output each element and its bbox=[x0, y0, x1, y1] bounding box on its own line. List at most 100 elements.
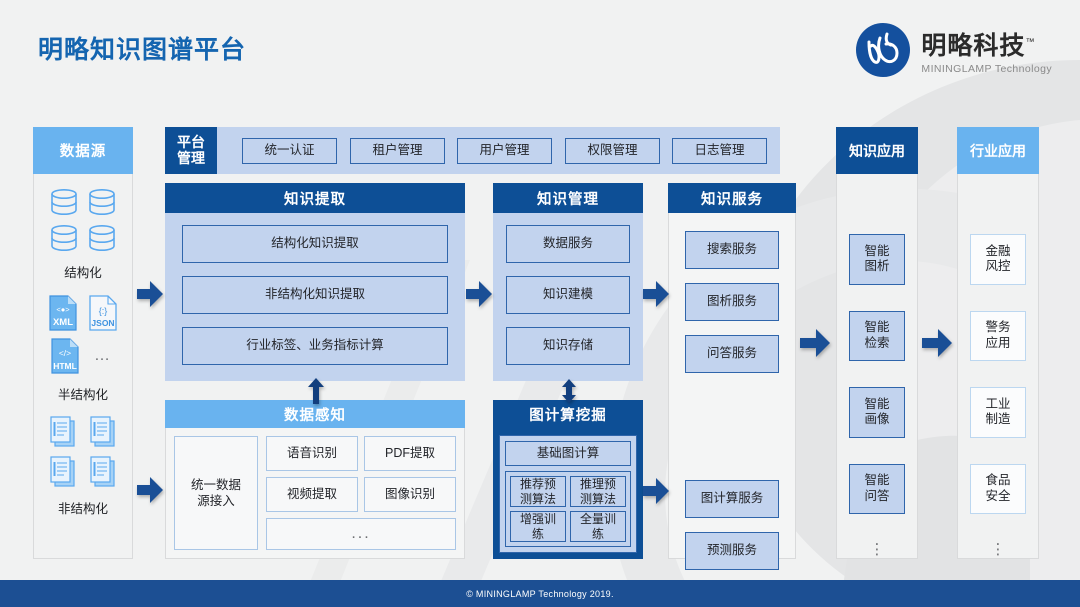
logo-text-en: MININGLAMP Technology bbox=[921, 62, 1052, 75]
graph-computing-panel: 图计算挖掘 基础图计算 推荐预 测算法 推理预 测算法 增强训 练 全量训 bbox=[493, 400, 643, 559]
data-source-label-unstructured: 非结构化 bbox=[57, 502, 108, 516]
ke-item-industry-tag-metric[interactable]: 行业标签、业务指标计算 bbox=[182, 327, 448, 365]
dp-item-label: PDF提取 bbox=[384, 445, 435, 460]
miningglamp-swirl-logo-icon bbox=[855, 22, 911, 78]
json-file-icon: {:} JSON bbox=[89, 295, 117, 331]
dp-main-line1: 统一数据 bbox=[190, 477, 241, 492]
semistructured-icon-row-2: </> HTML … bbox=[34, 338, 132, 374]
document-stack-icon bbox=[50, 456, 75, 487]
logo-text-cn: 明略科技 bbox=[921, 31, 1026, 60]
platform-item-tenant-mgmt[interactable]: 租户管理 bbox=[350, 138, 445, 164]
semistructured-icon-row-1: <●> XML {:} JSON bbox=[34, 295, 132, 331]
km-item-data-service[interactable]: 数据服务 bbox=[506, 225, 630, 263]
dp-item-speech-recognition[interactable]: 语音识别 bbox=[266, 436, 358, 472]
ks-item-search-service[interactable]: 搜索服务 bbox=[685, 231, 779, 269]
gc-item-reinforcement-training[interactable]: 增强训 练 bbox=[510, 511, 566, 542]
ka-item-intelligent-graph-analysis[interactable]: 智能 图析 bbox=[849, 234, 905, 285]
ka-item-intelligent-portrait[interactable]: 智能 画像 bbox=[849, 387, 905, 438]
dp-item-label: 视频提取 bbox=[286, 487, 337, 502]
brand-logo: 明略科技™ MININGLAMP Technology bbox=[855, 22, 1052, 78]
gc-grid-line2: 练 bbox=[531, 526, 544, 541]
svg-text:XML: XML bbox=[53, 317, 73, 328]
ks-item-graph-computing-service[interactable]: 图计算服务 bbox=[685, 480, 779, 518]
arrow-service-to-application-icon bbox=[800, 329, 830, 362]
gc-item-basic-graph-computing[interactable]: 基础图计算 bbox=[505, 441, 631, 467]
gc-item-label: 基础图计算 bbox=[536, 445, 600, 460]
ia-item-police-application[interactable]: 警务 应用 bbox=[970, 310, 1026, 361]
document-stack-icon bbox=[90, 456, 115, 487]
knowledge-extraction-title: 知识提取 bbox=[165, 183, 465, 213]
ks-item-prediction-service[interactable]: 预测服务 bbox=[685, 532, 779, 570]
platform-item-permission-mgmt[interactable]: 权限管理 bbox=[565, 138, 660, 164]
platform-tag-line1: 平台 bbox=[177, 133, 205, 150]
ia-item-industrial-manufacturing[interactable]: 工业 制造 bbox=[970, 387, 1026, 438]
ka-item-line1: 智能 bbox=[864, 320, 890, 335]
ia-item-line2: 安全 bbox=[985, 488, 1011, 503]
ka-more-ellipsis: ⋮ bbox=[869, 541, 885, 558]
ks-item-qa-service[interactable]: 问答服务 bbox=[685, 335, 779, 373]
platform-item-log-mgmt[interactable]: 日志管理 bbox=[672, 138, 767, 164]
arrow-extraction-to-management-icon bbox=[466, 281, 492, 312]
gc-grid-line2: 练 bbox=[591, 526, 604, 541]
knowledge-application-panel: 知识应用 智能 图析 智能 检索 智能 画像 智能 问答 ⋮ bbox=[836, 127, 918, 559]
platform-item-label: 权限管理 bbox=[587, 143, 638, 158]
ia-item-line1: 食品 bbox=[985, 473, 1011, 488]
arrow-application-to-industry-icon bbox=[922, 329, 952, 362]
ks-item-label: 预测服务 bbox=[706, 543, 757, 558]
gc-grid-line1: 增强训 bbox=[519, 512, 556, 527]
ia-item-line2: 应用 bbox=[985, 335, 1011, 350]
svg-text:JSON: JSON bbox=[91, 318, 114, 328]
xml-file-icon: <●> XML bbox=[49, 295, 77, 331]
ke-item-label: 非结构化知识提取 bbox=[264, 287, 365, 302]
km-item-knowledge-storage[interactable]: 知识存储 bbox=[506, 327, 630, 365]
gc-grid-line2: 测算法 bbox=[519, 491, 556, 506]
dp-unified-data-source-access[interactable]: 统一数据 源接入 bbox=[174, 436, 258, 550]
platform-item-label: 统一认证 bbox=[264, 143, 315, 158]
data-source-title: 数据源 bbox=[33, 127, 133, 174]
dp-item-pdf-extraction[interactable]: PDF提取 bbox=[364, 436, 456, 472]
ke-item-unstructured-extraction[interactable]: 非结构化知识提取 bbox=[182, 276, 448, 314]
html-file-icon: </> HTML bbox=[51, 338, 79, 374]
arrow-graph-to-service-icon bbox=[643, 478, 669, 509]
platform-item-user-mgmt[interactable]: 用户管理 bbox=[457, 138, 552, 164]
ia-item-line1: 警务 bbox=[985, 320, 1011, 335]
gc-item-recommend-prediction-algo[interactable]: 推荐预 测算法 bbox=[510, 476, 566, 508]
ia-more-ellipsis: ⋮ bbox=[990, 541, 1006, 558]
km-item-knowledge-modeling[interactable]: 知识建模 bbox=[506, 276, 630, 314]
unstructured-icon-group bbox=[34, 415, 132, 489]
ka-item-intelligent-search[interactable]: 智能 检索 bbox=[849, 310, 905, 361]
platform-item-unified-auth[interactable]: 统一认证 bbox=[242, 138, 337, 164]
gc-item-inference-prediction-algo[interactable]: 推理预 测算法 bbox=[570, 476, 626, 508]
ia-item-line2: 制造 bbox=[985, 412, 1011, 427]
structured-icon-group bbox=[34, 184, 132, 254]
ka-item-line2: 画像 bbox=[864, 412, 890, 427]
knowledge-service-title: 知识服务 bbox=[668, 183, 796, 213]
ka-item-line2: 检索 bbox=[864, 335, 890, 350]
ka-item-line2: 问答 bbox=[864, 488, 890, 503]
gc-item-full-training[interactable]: 全量训 练 bbox=[570, 511, 626, 542]
semistructured-more-ellipsis: … bbox=[94, 347, 112, 364]
km-item-label: 数据服务 bbox=[542, 236, 593, 251]
page-header: 明略知识图谱平台 明略科技™ MININGLAMP Technology bbox=[0, 0, 1080, 105]
knowledge-management-title: 知识管理 bbox=[493, 183, 643, 213]
gc-grid-line1: 推荐预 bbox=[519, 477, 556, 492]
ia-item-food-safety[interactable]: 食品 安全 bbox=[970, 463, 1026, 514]
ks-item-graph-analysis-service[interactable]: 图析服务 bbox=[685, 283, 779, 321]
ke-item-label: 结构化知识提取 bbox=[271, 236, 359, 251]
svg-text:</>: </> bbox=[59, 348, 71, 358]
km-item-label: 知识存储 bbox=[542, 338, 593, 353]
industry-application-title: 行业应用 bbox=[957, 127, 1039, 174]
ke-item-structured-extraction[interactable]: 结构化知识提取 bbox=[182, 225, 448, 263]
gc-grid-line2: 测算法 bbox=[579, 491, 616, 506]
gc-grid-line1: 推理预 bbox=[579, 477, 616, 492]
knowledge-extraction-panel: 知识提取 结构化知识提取 非结构化知识提取 行业标签、业务指标计算 bbox=[165, 183, 465, 381]
dp-item-image-recognition[interactable]: 图像识别 bbox=[364, 477, 456, 513]
arrow-datasource-to-perception-icon bbox=[137, 477, 163, 508]
database-cylinder-icon bbox=[51, 225, 77, 251]
dp-item-video-extraction[interactable]: 视频提取 bbox=[266, 477, 358, 513]
ka-item-intelligent-qa[interactable]: 智能 问答 bbox=[849, 463, 905, 514]
knowledge-management-panel: 知识管理 数据服务 知识建模 知识存储 bbox=[493, 183, 643, 381]
arrow-management-graph-bidirectional-icon bbox=[561, 379, 577, 408]
document-stack-icon bbox=[90, 416, 115, 447]
ia-item-financial-risk-control[interactable]: 金融 风控 bbox=[970, 234, 1026, 285]
